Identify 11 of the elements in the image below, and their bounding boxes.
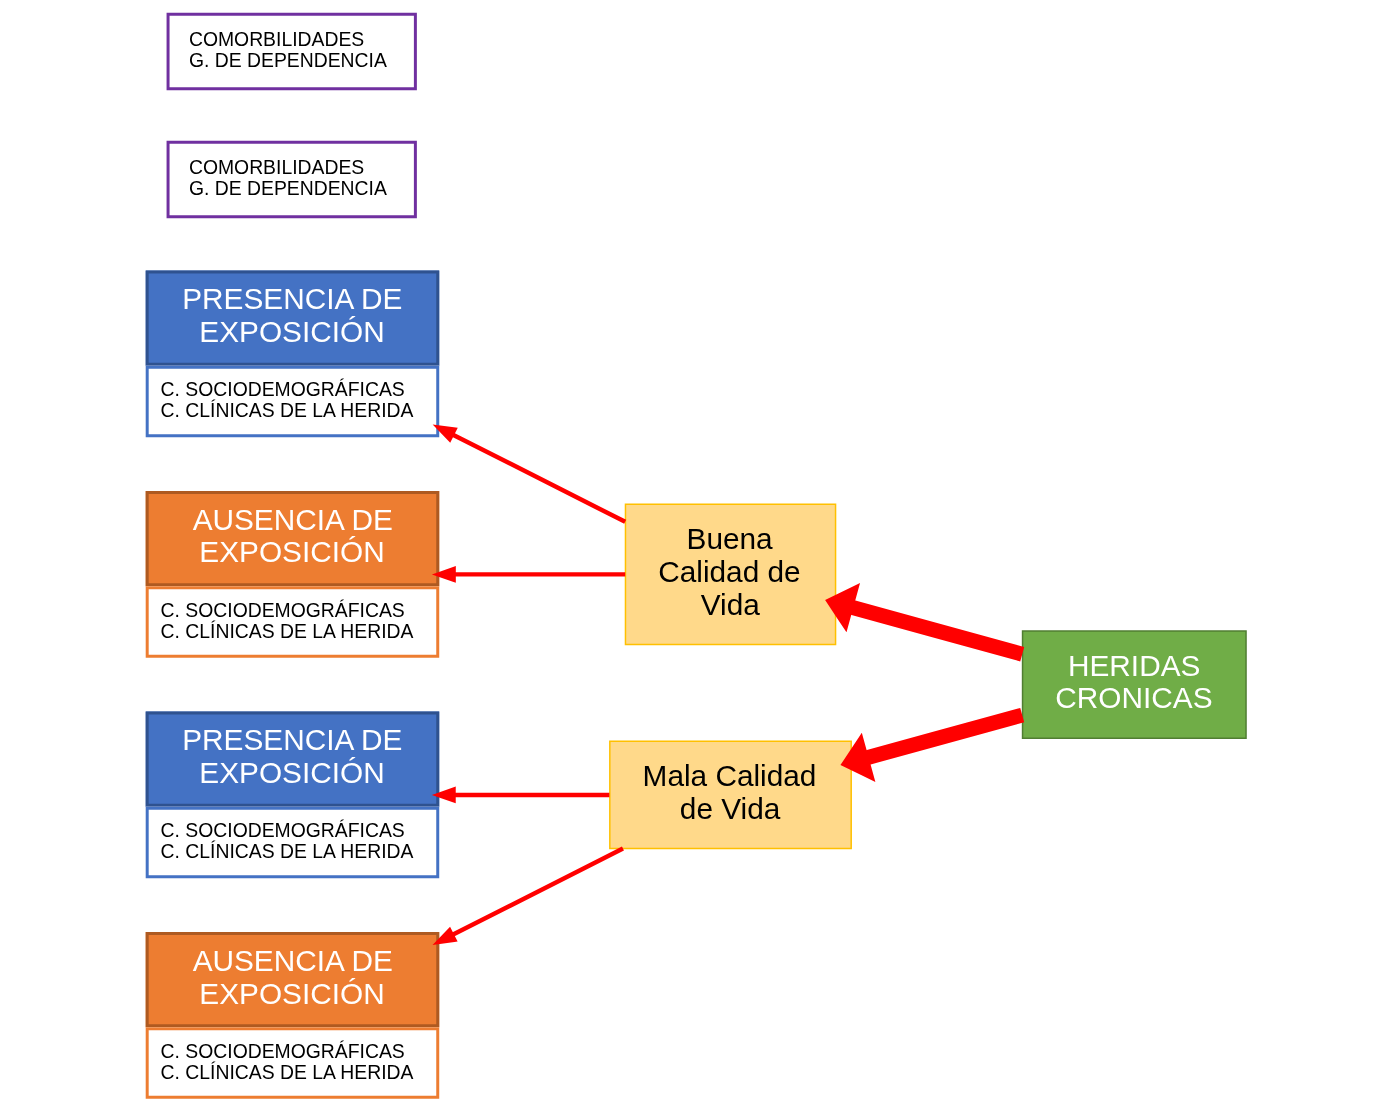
arrow bbox=[825, 583, 1025, 662]
node-box: COMORBILIDADES G. DE DEPENDENCIA bbox=[166, 140, 417, 219]
node-box: COMORBILIDADES G. DE DEPENDENCIA bbox=[166, 12, 417, 91]
arrow bbox=[432, 424, 627, 524]
arrow bbox=[431, 786, 610, 804]
arrow bbox=[432, 846, 624, 945]
arrow bbox=[840, 707, 1025, 782]
node-box: HERIDAS CRONICAS bbox=[1021, 630, 1247, 740]
node-box: Buena Calidad de Vida bbox=[624, 503, 837, 646]
arrow bbox=[431, 566, 626, 583]
node-box: Mala Calidad de Vida bbox=[609, 740, 852, 850]
